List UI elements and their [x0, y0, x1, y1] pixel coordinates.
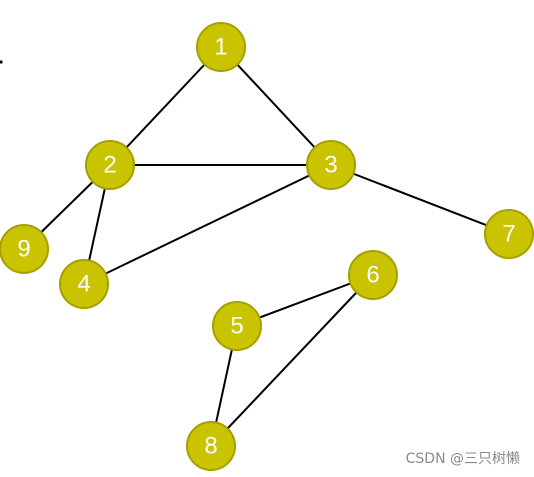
node-circle: [186, 421, 236, 471]
node-6: 6: [348, 250, 398, 300]
node-label: 5: [230, 312, 243, 339]
node-label: 1: [214, 33, 227, 60]
edge-3-4: [83, 164, 332, 285]
node-4: 4: [59, 259, 109, 309]
edges-layer: [23, 46, 510, 447]
node-label: 3: [324, 151, 337, 178]
node-circle: [212, 301, 262, 351]
node-2: 2: [85, 140, 135, 190]
node-circle: [484, 209, 534, 259]
node-8: 8: [186, 421, 236, 471]
node-label: 6: [366, 261, 379, 288]
node-9: 9: [0, 224, 49, 274]
node-3: 3: [306, 140, 356, 190]
node-label: 7: [502, 220, 515, 247]
node-label: 9: [17, 235, 30, 262]
edge-6-8: [210, 274, 374, 447]
edge-3-7: [330, 164, 510, 235]
node-label: 8: [204, 432, 217, 459]
node-circle: [59, 259, 109, 309]
node-circle: [85, 140, 135, 190]
node-circle: [196, 22, 246, 72]
node-7: 7: [484, 209, 534, 259]
edge-1-3: [220, 46, 332, 166]
stray-dot: [0, 60, 3, 64]
edge-1-2: [109, 46, 222, 166]
watermark-text: CSDN @三只树懒: [405, 451, 520, 467]
node-label: 4: [77, 270, 90, 297]
node-5: 5: [212, 301, 262, 351]
nodes-layer: 1 2 3 4 5 6 7 8 9: [0, 22, 534, 471]
node-label: 2: [103, 151, 116, 178]
node-1: 1: [196, 22, 246, 72]
node-circle: [0, 224, 49, 274]
node-circle: [306, 140, 356, 190]
node-circle: [348, 250, 398, 300]
